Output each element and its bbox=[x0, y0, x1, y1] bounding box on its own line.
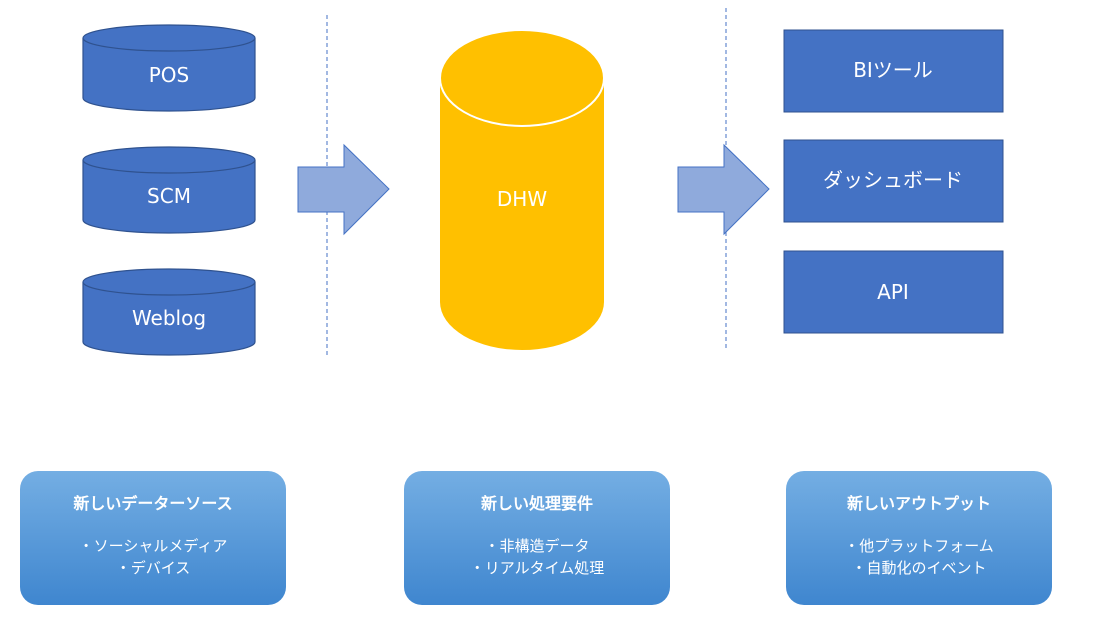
flow-arrow-right bbox=[677, 143, 770, 236]
info-box-item: ・ソーシャルメディア bbox=[78, 537, 228, 555]
warehouse-cylinder: DHW bbox=[439, 29, 605, 350]
warehouse-label: DHW bbox=[497, 187, 547, 211]
info-box-title: 新しい処理要件 bbox=[480, 494, 593, 513]
source-cylinder-weblog: Weblog bbox=[82, 268, 256, 356]
info-box-title: 新しいアウトプット bbox=[846, 494, 991, 513]
info-box-items: ・他プラットフォーム ・自動化のイベント bbox=[786, 535, 1052, 579]
info-box-items: ・非構造データ ・リアルタイム処理 bbox=[404, 535, 670, 579]
source-cylinder-scm: SCM bbox=[82, 146, 256, 234]
output-box-api: API bbox=[783, 250, 1004, 334]
info-box-title: 新しいデーターソース bbox=[73, 494, 233, 513]
flow-arrow-left bbox=[297, 143, 390, 236]
output-label-dashboard: ダッシュボード bbox=[823, 168, 963, 192]
source-cylinder-pos: POS bbox=[82, 24, 256, 112]
output-label-bi-tool: BIツール bbox=[853, 58, 933, 82]
info-box-item: ・リアルタイム処理 bbox=[469, 559, 605, 577]
info-box-new-outputs: 新しいアウトプット ・他プラットフォーム ・自動化のイベント bbox=[786, 471, 1052, 605]
info-box-item: ・非構造データ bbox=[484, 537, 590, 555]
source-label-pos: POS bbox=[149, 63, 190, 87]
output-box-bi-tool: BIツール bbox=[783, 29, 1004, 113]
info-box-items: ・ソーシャルメディア ・デバイス bbox=[20, 535, 286, 579]
info-box-item: ・デバイス bbox=[115, 559, 191, 577]
source-label-weblog: Weblog bbox=[132, 306, 206, 330]
output-box-dashboard: ダッシュボード bbox=[783, 139, 1004, 223]
info-box-new-data-sources: 新しいデーターソース ・ソーシャルメディア ・デバイス bbox=[20, 471, 286, 605]
output-label-api: API bbox=[877, 280, 909, 304]
info-box-item: ・自動化のイベント bbox=[851, 559, 987, 577]
info-box-new-processing: 新しい処理要件 ・非構造データ ・リアルタイム処理 bbox=[404, 471, 670, 605]
source-label-scm: SCM bbox=[147, 184, 191, 208]
info-box-item: ・他プラットフォーム bbox=[844, 537, 994, 555]
